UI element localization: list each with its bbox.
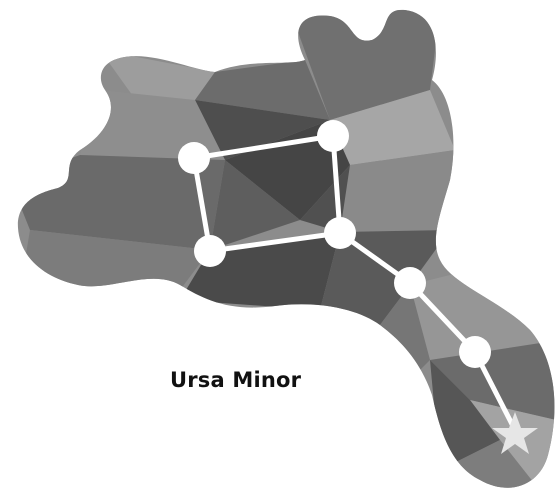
star-node	[194, 235, 226, 267]
star-node	[459, 336, 491, 368]
star-node	[178, 142, 210, 174]
star-node	[324, 217, 356, 249]
polygon-facets	[10, 10, 556, 497]
constellation-name: Ursa Minor	[170, 368, 301, 392]
star-node	[317, 120, 349, 152]
star-node	[394, 267, 426, 299]
